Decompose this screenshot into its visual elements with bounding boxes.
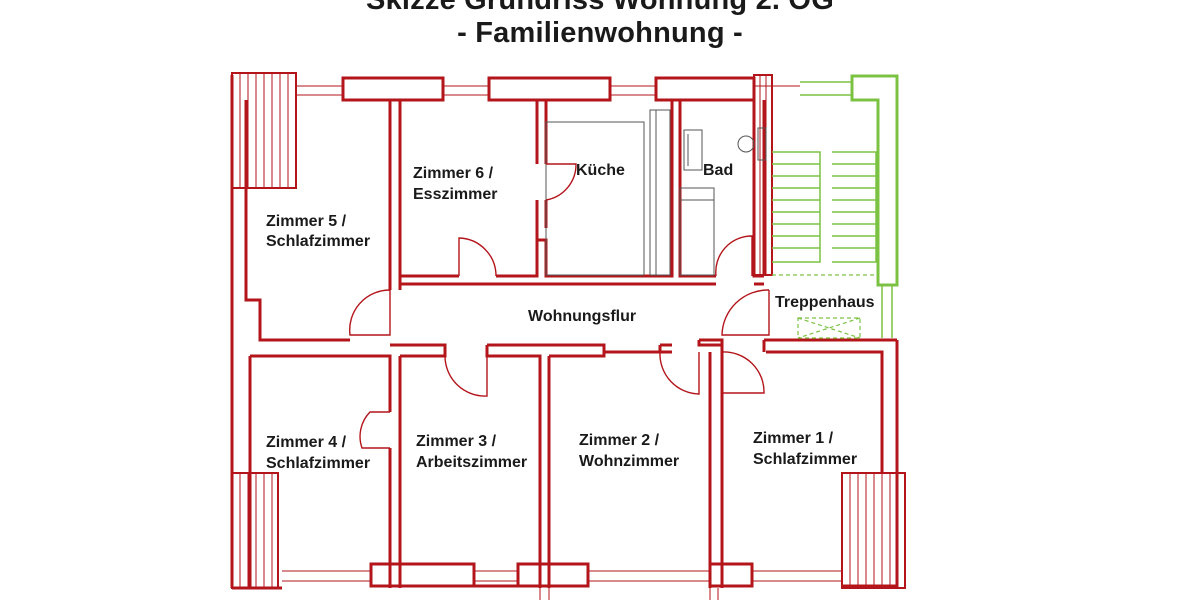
window-pier	[654, 76, 756, 102]
label-zimmer3-line2: Arbeitszimmer	[416, 454, 527, 471]
window-glass	[282, 570, 842, 582]
door-zimmer2	[659, 351, 700, 395]
wall-zimmer4	[248, 354, 402, 588]
window-pier	[708, 562, 754, 588]
window-pier	[341, 76, 445, 102]
label-treppenhaus: Treppenhaus	[775, 294, 875, 311]
label-zimmer5-line1: Zimmer 5 /	[266, 213, 347, 230]
door-zimmer4	[359, 411, 390, 449]
outer-walls	[230, 75, 899, 600]
plan-title: Skizze Grundriss Wohnung 2. OG	[366, 0, 834, 16]
interior-walls	[244, 98, 897, 588]
label-zimmer5-line2: Schlafzimmer	[266, 233, 370, 250]
door-zimmer1	[721, 351, 765, 394]
room-labels: Zimmer 5 / Schlafzimmer Zimmer 6 / Esszi…	[266, 162, 875, 472]
window-pier	[516, 562, 590, 588]
label-zimmer2-line2: Wohnzimmer	[579, 453, 679, 470]
label-zimmer4-line2: Schlafzimmer	[266, 455, 370, 472]
wall-zimmer1-top	[762, 338, 897, 473]
label-wohnungsflur: Wohnungsflur	[528, 308, 636, 325]
door-zimmer5	[348, 289, 391, 336]
wall-z3-top	[390, 343, 447, 358]
window-pier	[369, 562, 476, 588]
balcony-bottom-right	[841, 472, 906, 589]
label-zimmer1-line1: Zimmer 1 /	[753, 430, 834, 447]
label-zimmer1-line2: Schlafzimmer	[753, 451, 857, 468]
door-kueche	[545, 163, 577, 201]
label-zimmer6-line2: Esszimmer	[413, 186, 498, 203]
door-zimmer3	[444, 355, 488, 397]
door-bad	[715, 235, 753, 277]
door-zimmer6	[458, 237, 497, 277]
door-mat	[797, 317, 861, 339]
door-entrance	[721, 289, 770, 336]
label-zimmer6-line1: Zimmer 6 /	[413, 165, 494, 182]
label-zimmer2-line1: Zimmer 2 /	[579, 432, 660, 449]
plan-subtitle: - Familienwohnung -	[457, 17, 743, 49]
label-kueche: Küche	[576, 162, 625, 179]
wall-zimmer5	[244, 100, 350, 342]
kitchen-fixtures	[545, 109, 671, 276]
wall-kueche-bad	[556, 100, 716, 278]
staircase	[772, 74, 899, 339]
wall-bad	[752, 100, 766, 278]
wall-flur-top	[388, 282, 716, 290]
bath-fixtures	[679, 127, 767, 276]
wall-z5-z6	[388, 100, 402, 290]
label-zimmer3-line1: Zimmer 3 /	[416, 433, 497, 450]
label-bad: Bad	[703, 162, 733, 179]
wall-z6-kueche	[535, 100, 548, 240]
balcony-bottom-left	[231, 472, 279, 589]
doors	[348, 163, 770, 449]
wall-z2-z1	[697, 338, 724, 588]
window-pier	[487, 76, 612, 102]
wall-stub	[539, 588, 719, 600]
label-zimmer4-line1: Zimmer 4 /	[266, 434, 347, 451]
window-glass	[296, 85, 800, 96]
balcony-top-left	[231, 72, 297, 189]
